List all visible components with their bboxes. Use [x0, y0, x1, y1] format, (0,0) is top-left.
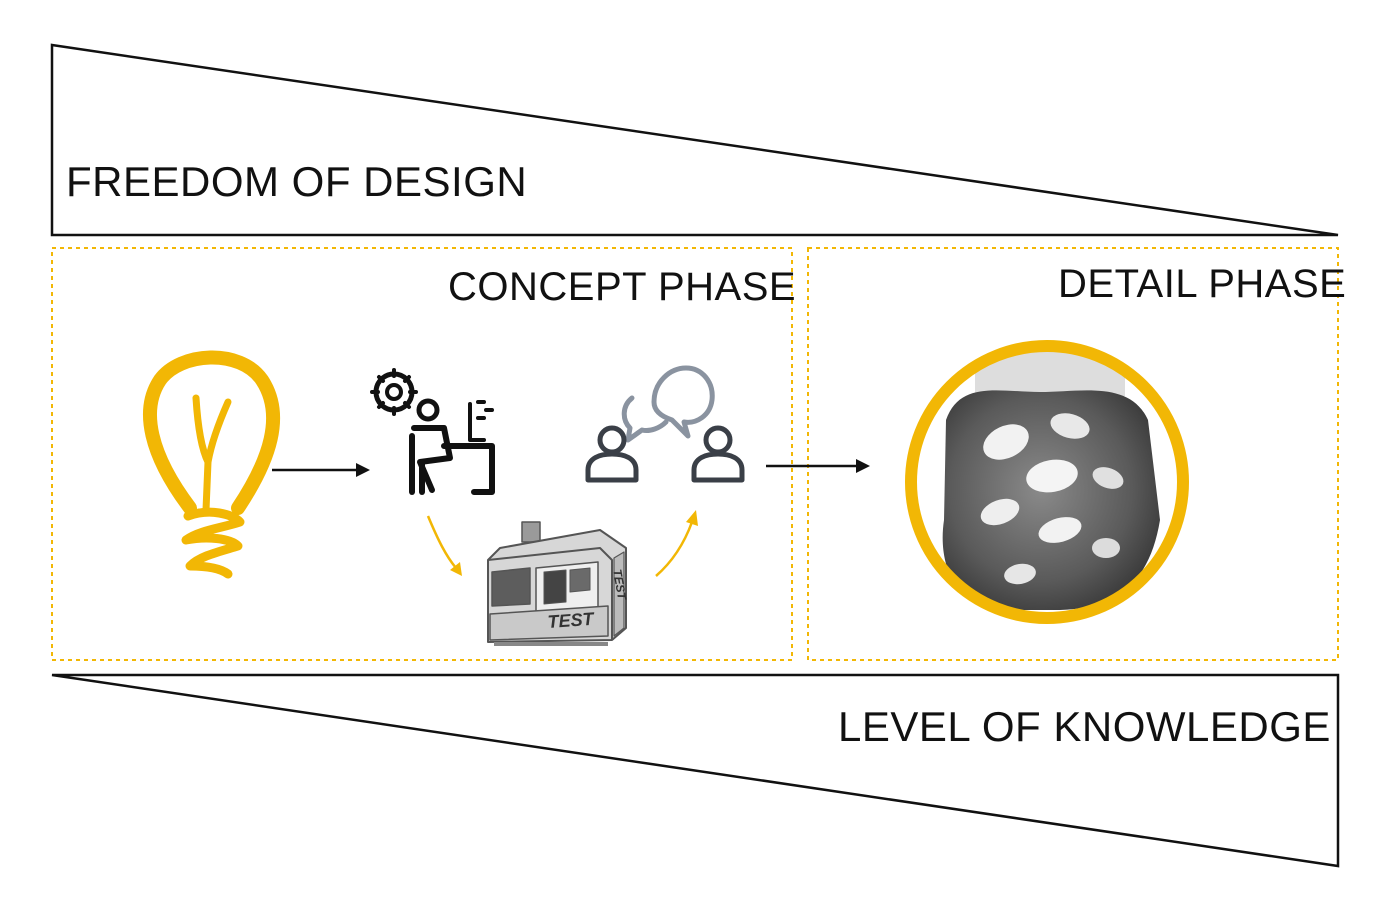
freedom-of-design-wedge — [50, 43, 1339, 237]
machine-side-text: TEST — [610, 568, 629, 602]
machine-front-text: TEST — [547, 609, 596, 632]
level-of-knowledge-label: LEVEL OF KNOWLEDGE — [838, 703, 1331, 750]
detail-ring — [905, 340, 1189, 624]
chat-bubbles-icon — [621, 365, 715, 443]
test-machine-icon — [487, 521, 627, 646]
concept-phase-label: CONCEPT PHASE — [448, 265, 797, 309]
arrow-bulb-to-engineer — [272, 463, 370, 477]
level-of-knowledge-wedge — [51, 673, 1340, 868]
engineer-at-desk-icon — [370, 368, 495, 495]
detail-phase-label: DETAIL PHASE — [1058, 262, 1347, 306]
lightbulb-icon — [143, 350, 281, 579]
person-right-icon — [691, 425, 745, 483]
freedom-of-design-label: FREEDOM OF DESIGN — [66, 158, 528, 205]
concept-phase-box — [51, 247, 793, 661]
person-left-icon — [585, 425, 639, 483]
arrow-engineer-to-machine — [426, 515, 462, 576]
arrow-concept-to-detail — [766, 459, 870, 473]
lattice-part-image — [915, 350, 1179, 614]
arrow-machine-to-discussion — [655, 510, 698, 577]
detail-phase-box — [807, 247, 1339, 661]
